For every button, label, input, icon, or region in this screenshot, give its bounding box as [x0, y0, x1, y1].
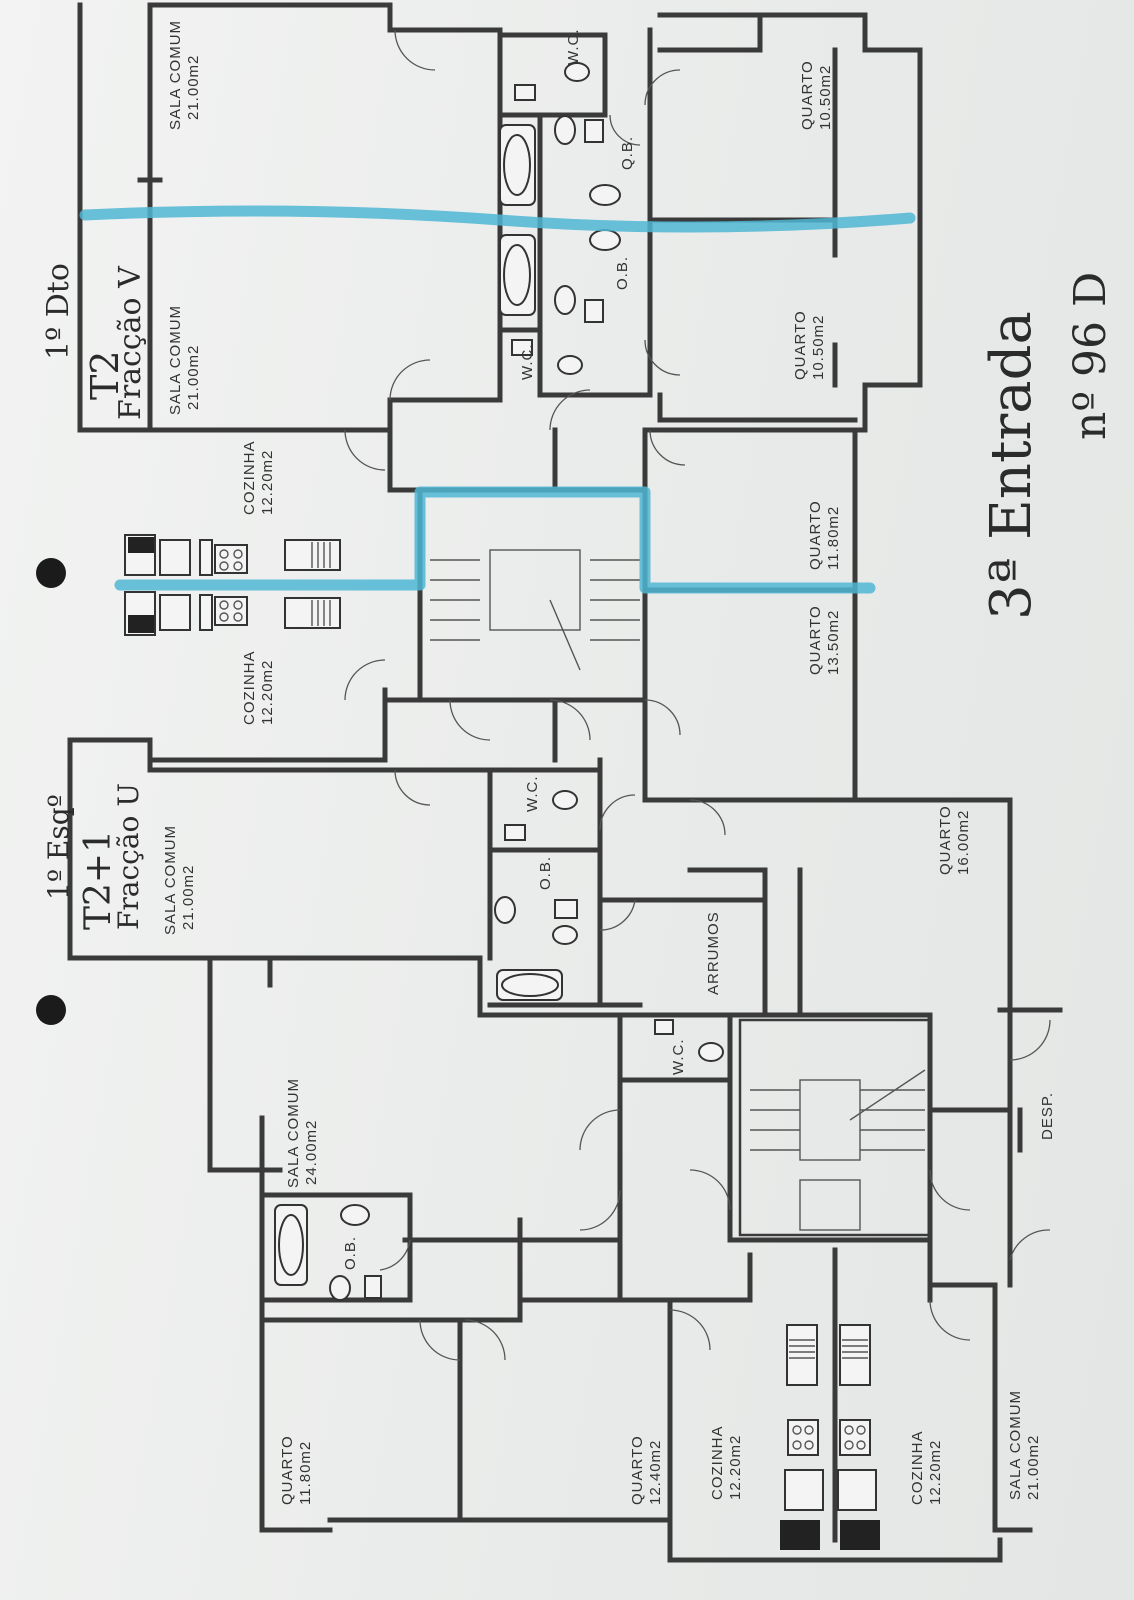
- apartment-floor-u: 1º Esqº: [42, 794, 75, 900]
- bath-label: O.B.: [537, 856, 554, 890]
- wc-label: W.C.: [565, 29, 582, 66]
- room-label: COZINHA: [709, 1426, 726, 1501]
- punch-hole-top: [36, 558, 66, 588]
- room-label: DESP.: [1039, 1092, 1056, 1140]
- apartment-note-u: Fracção U: [112, 783, 145, 930]
- punch-hole-bottom: [36, 995, 66, 1025]
- apartment-type-u: T2+1: [78, 830, 119, 930]
- room-label: COZINHA: [241, 441, 258, 516]
- room-labels: SALA COMUM 21.00m2 SALA COMUM 21.00m2 SA…: [162, 20, 1056, 1505]
- apartment-note-v: Fracção V: [113, 265, 148, 420]
- wc-label: W.C.: [524, 776, 541, 813]
- room-area: 21.00m2: [1025, 1435, 1042, 1500]
- apartment-floor-v: 1º Dto: [41, 263, 76, 360]
- room-label: SALA COMUM: [167, 20, 184, 130]
- exterior-walls: [67, 2, 1063, 1563]
- bath-label: Q.B.: [619, 136, 636, 170]
- document-number: nº 96 D: [1065, 272, 1116, 440]
- room-area: 12.20m2: [259, 660, 276, 725]
- room-area: 12.40m2: [647, 1440, 664, 1505]
- stairwell-top: [418, 488, 647, 702]
- room-area: 24.00m2: [303, 1120, 320, 1185]
- stairwell-bottom: [738, 1018, 932, 1237]
- room-label: QUARTO: [807, 605, 824, 675]
- bath-label: O.B.: [342, 1236, 359, 1270]
- room-label: SALA COMUM: [167, 305, 184, 415]
- room-area: 12.20m2: [727, 1435, 744, 1500]
- entrance-label: 3ª Entrada: [979, 311, 1044, 620]
- bath-fixtures: [274, 62, 724, 1301]
- room-area: 21.00m2: [180, 865, 197, 930]
- highlighter-marks: [79, 205, 916, 594]
- room-label: SALA COMUM: [285, 1078, 302, 1188]
- room-area: 12.20m2: [927, 1440, 944, 1505]
- room-area: 10.50m2: [810, 315, 827, 380]
- room-label: QUARTO: [279, 1435, 296, 1505]
- room-label: QUARTO: [799, 60, 816, 130]
- room-label: SALA COMUM: [1007, 1390, 1024, 1500]
- room-label: QUARTO: [792, 310, 809, 380]
- room-area: 11.80m2: [825, 506, 842, 570]
- apartment-type-v: T2: [83, 350, 127, 400]
- room-area: 13.50m2: [825, 610, 842, 675]
- room-area: 10.50m2: [817, 65, 834, 130]
- room-label: COZINHA: [909, 1431, 926, 1506]
- room-label: QUARTO: [807, 500, 824, 570]
- wc-label: W.C.: [670, 1039, 687, 1076]
- room-area: 16.00m2: [955, 810, 972, 875]
- room-label: COZINHA: [241, 651, 258, 726]
- room-label: QUARTO: [629, 1435, 646, 1505]
- door-swings: [344, 29, 1051, 1361]
- room-label: SALA COMUM: [162, 825, 179, 935]
- room-area: 11.80m2: [297, 1441, 314, 1505]
- wc-label: W.C.: [519, 344, 536, 381]
- room-area: 21.00m2: [185, 55, 202, 120]
- kitchen-fixtures: [124, 534, 880, 1550]
- room-label: ARRUMOS: [705, 911, 722, 995]
- handwritten-notes: T2 Fracção V 1º Dto T2+1 Fracção U 1º Es…: [41, 263, 1116, 930]
- interior-walls: [137, 2, 1023, 1543]
- room-area: 12.20m2: [259, 450, 276, 515]
- bath-label: O.B.: [614, 256, 631, 290]
- room-label: QUARTO: [937, 805, 954, 875]
- room-area: 21.00m2: [185, 345, 202, 410]
